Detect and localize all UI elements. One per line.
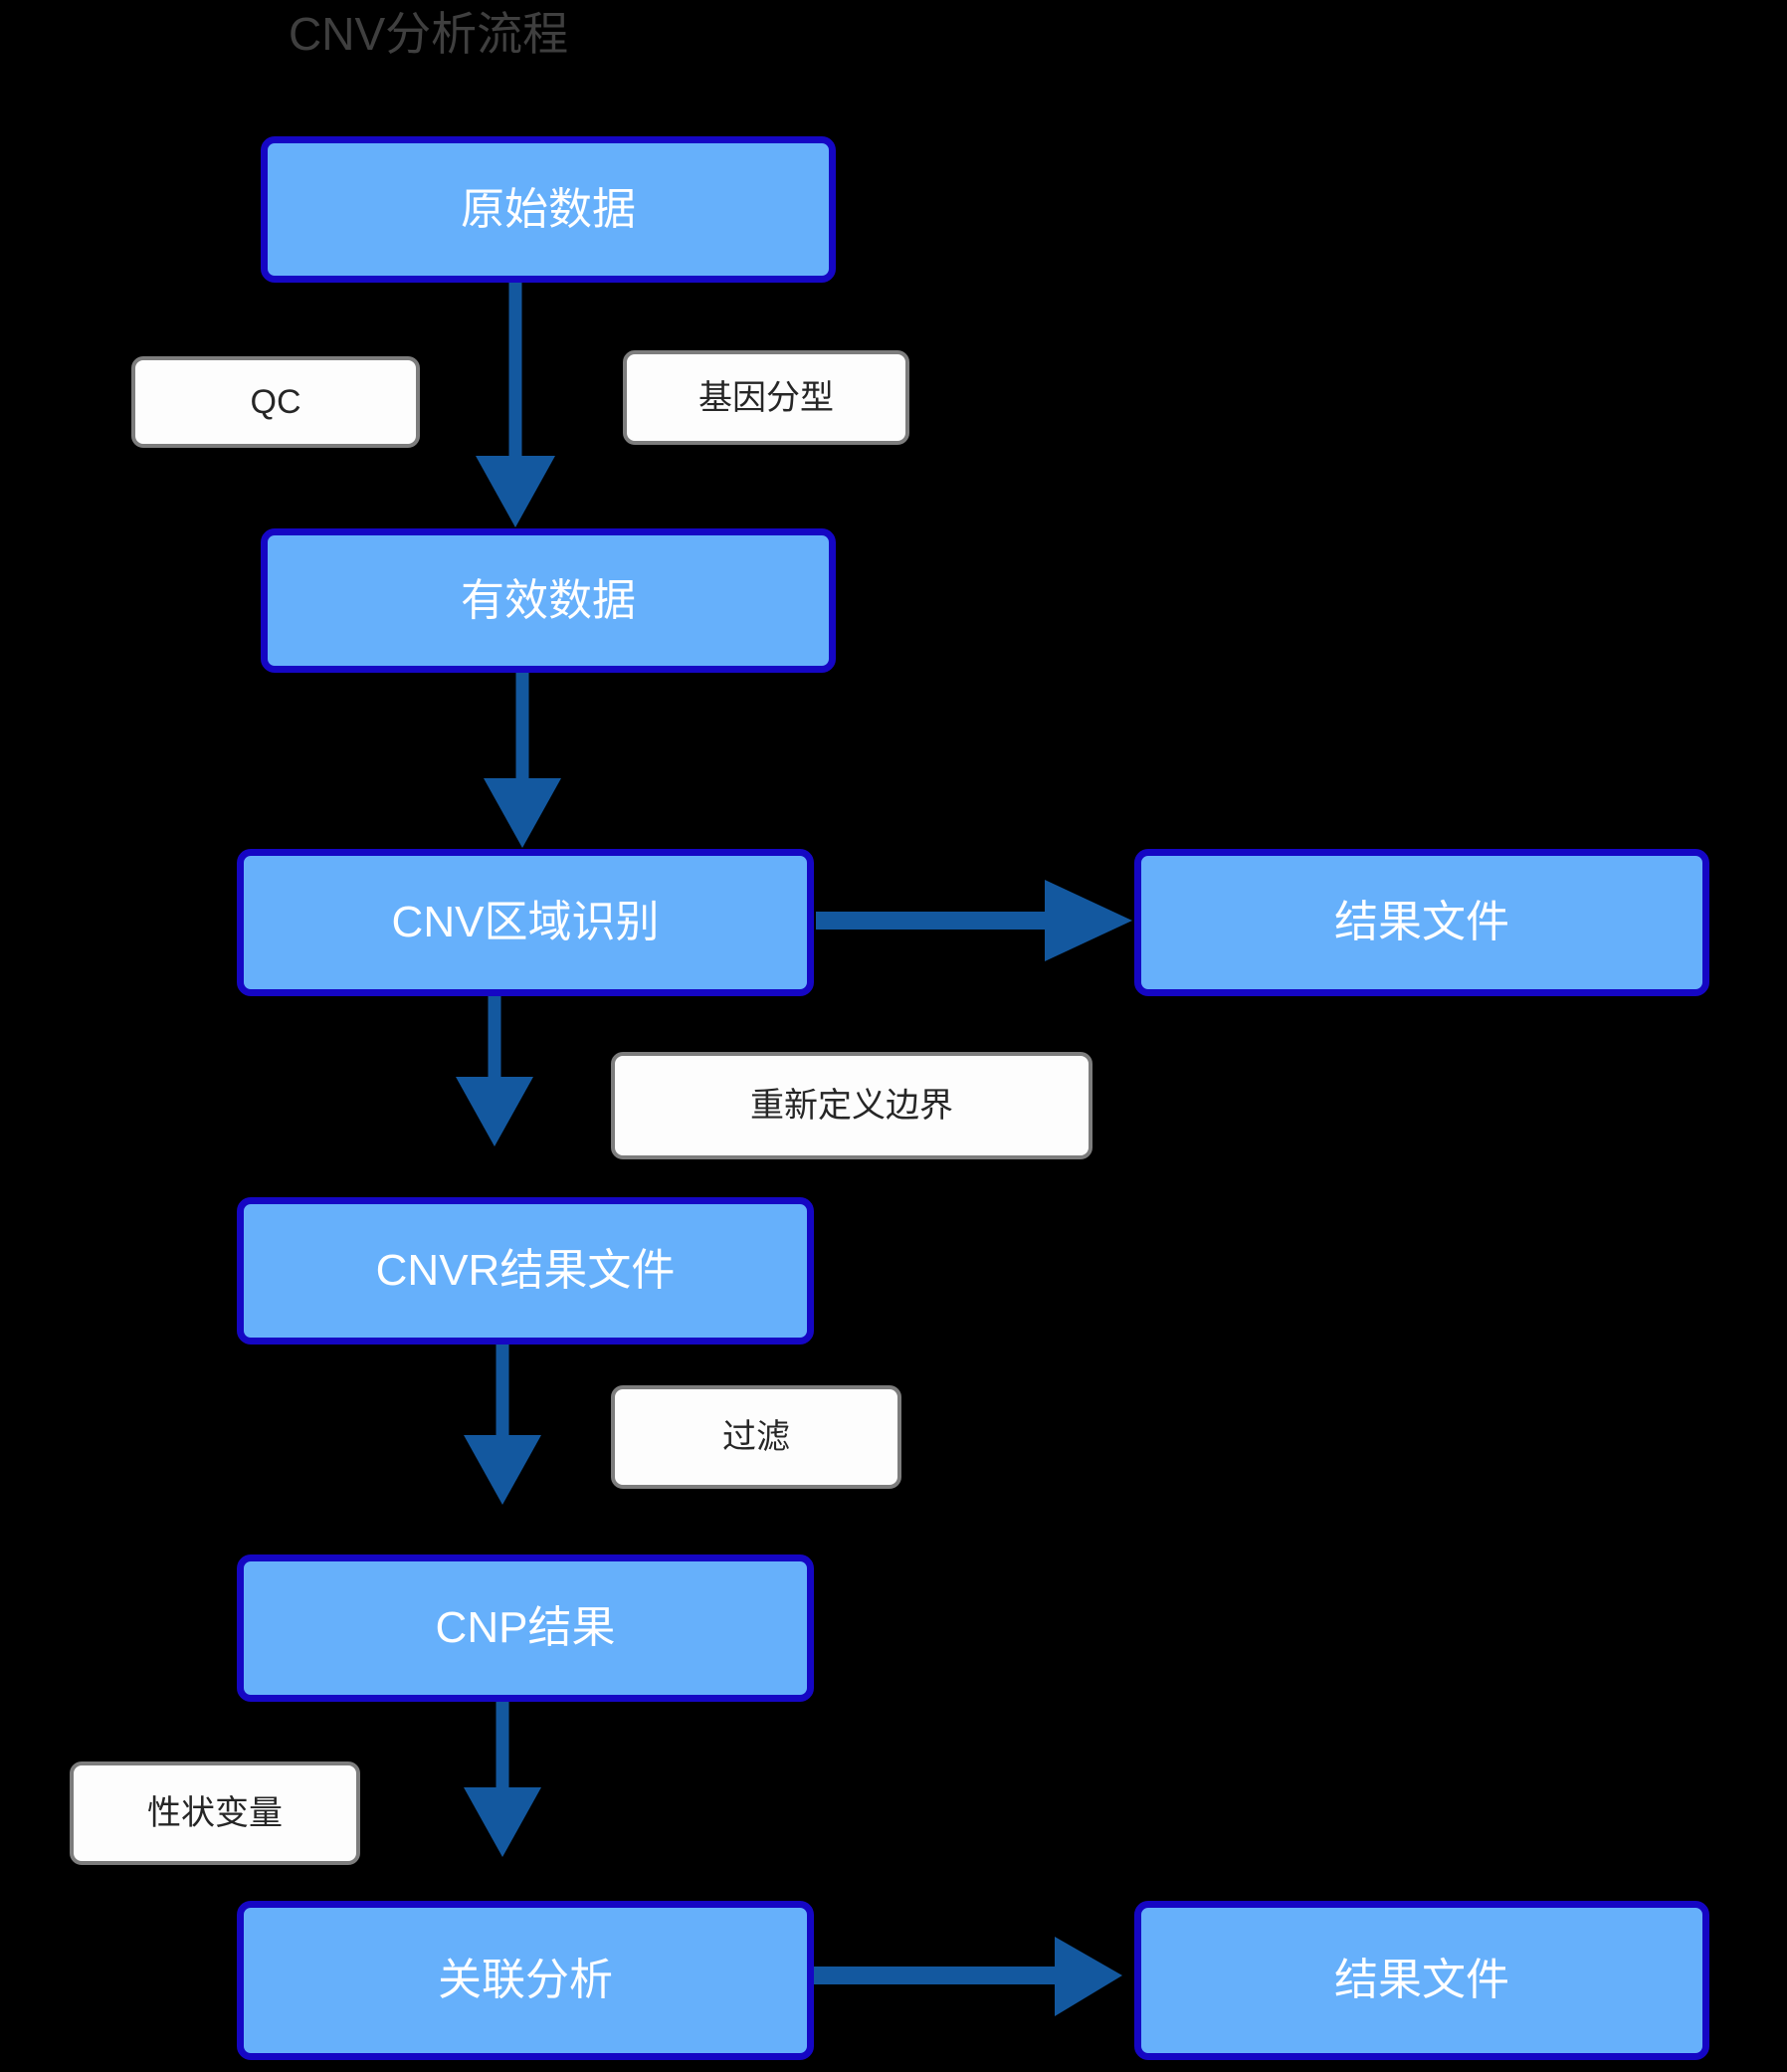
arrow-cnvregion-to-resultfile xyxy=(816,880,1132,961)
node-result-file-2[interactable]: 结果文件 xyxy=(1134,1901,1709,2060)
arrow-cnp-to-assoc xyxy=(464,1702,541,1857)
arrow-cnvregion-to-cnvr xyxy=(456,996,533,1146)
node-valid-data[interactable]: 有效数据 xyxy=(261,528,836,673)
node-label: 结果文件 xyxy=(1334,1956,1509,2004)
node-label: CNV区域识别 xyxy=(391,898,660,946)
edge-label-text: QC xyxy=(250,383,301,421)
node-assoc-analysis[interactable]: 关联分析 xyxy=(237,1901,814,2060)
edge-label-text: 过滤 xyxy=(722,1418,790,1456)
arrow-assoc-to-resultfile xyxy=(814,1937,1122,2016)
node-cnp-result[interactable]: CNP结果 xyxy=(237,1554,814,1702)
arrow-cnvr-to-cnp xyxy=(464,1345,541,1505)
node-label: 有效数据 xyxy=(461,575,636,625)
arrow-valid-to-cnvregion xyxy=(484,673,561,848)
node-label: CNP结果 xyxy=(435,1603,616,1652)
node-label: 结果文件 xyxy=(1334,898,1509,946)
edge-label-text: 基因分型 xyxy=(698,378,834,417)
node-raw-data[interactable]: 原始数据 xyxy=(261,136,836,283)
node-label: 关联分析 xyxy=(438,1956,613,2004)
edge-label-redefine-boundary[interactable]: 重新定义边界 xyxy=(611,1052,1092,1159)
arrow-raw-to-valid xyxy=(476,283,555,527)
edge-label-text: 性状变量 xyxy=(147,1794,283,1832)
node-cnvr-result[interactable]: CNVR结果文件 xyxy=(237,1197,814,1345)
edge-label-trait-variable[interactable]: 性状变量 xyxy=(70,1761,360,1865)
node-cnv-region[interactable]: CNV区域识别 xyxy=(237,849,814,996)
edge-label-filter[interactable]: 过滤 xyxy=(611,1385,901,1489)
node-result-file-1[interactable]: 结果文件 xyxy=(1134,849,1709,996)
node-label: 原始数据 xyxy=(461,184,636,234)
edge-label-text: 重新定义边界 xyxy=(750,1087,953,1125)
edge-label-qc[interactable]: QC xyxy=(131,356,420,448)
node-label: CNVR结果文件 xyxy=(375,1246,676,1295)
edge-label-genotyping[interactable]: 基因分型 xyxy=(623,350,909,445)
page-title: CNV分析流程 xyxy=(289,8,569,60)
